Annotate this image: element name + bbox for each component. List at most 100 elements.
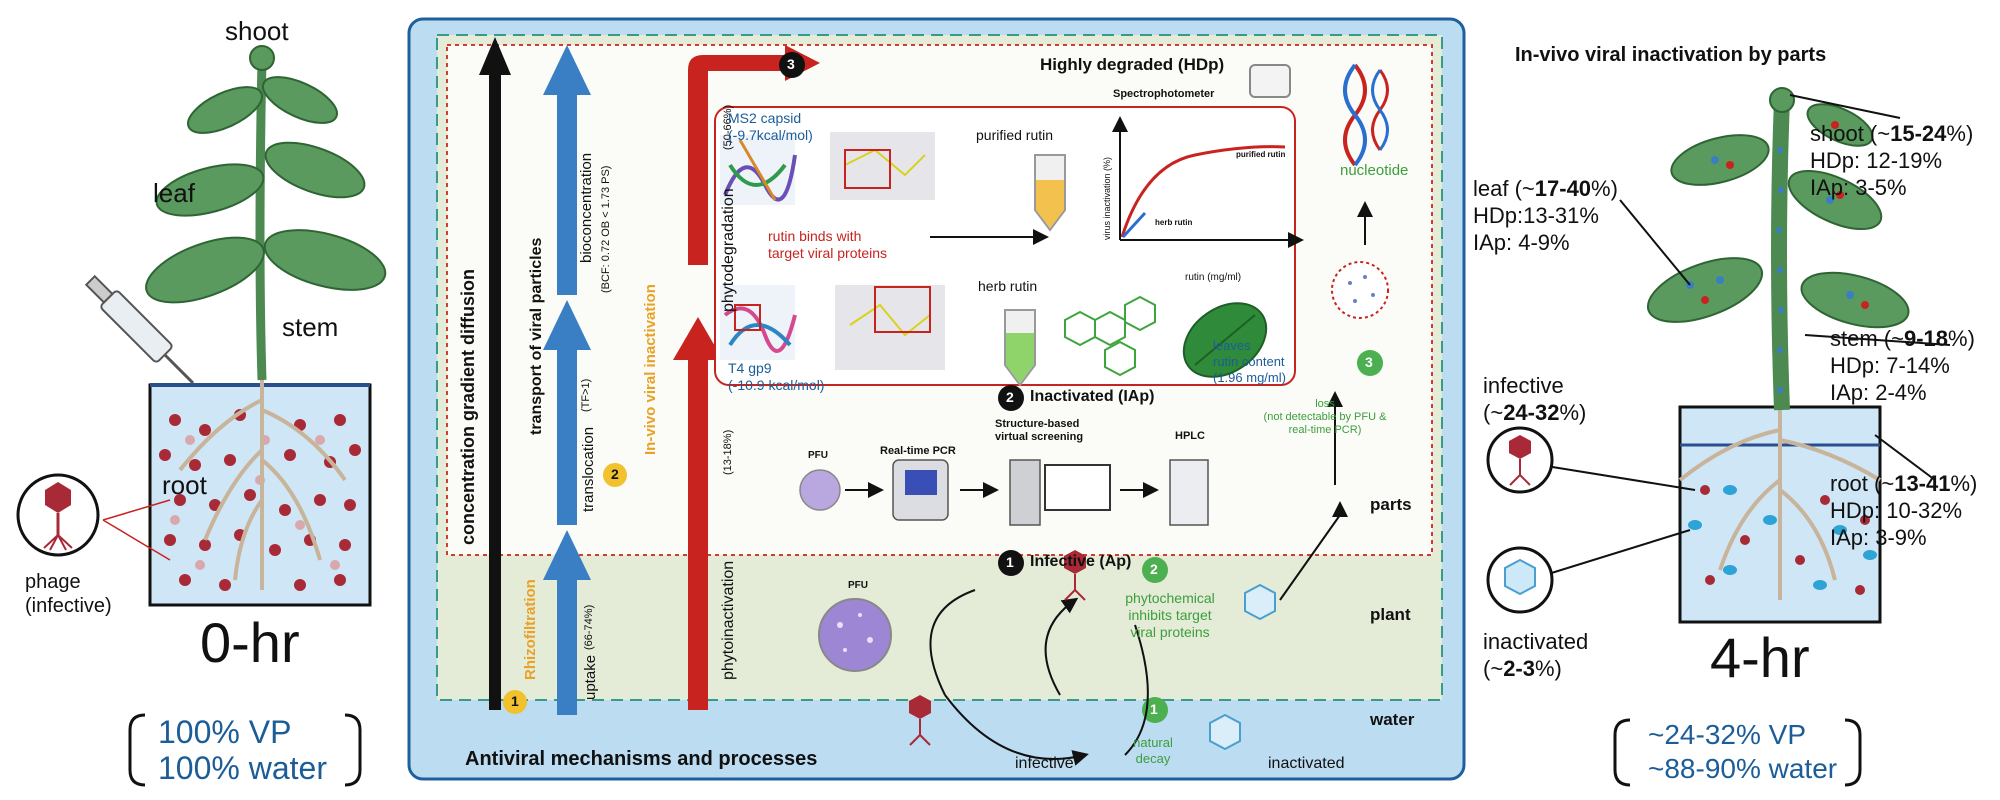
inactivated-particles-4hr xyxy=(1688,485,1877,590)
stem-stats: stem (~9-18%) HDp: 7-14%IAp: 2-4% xyxy=(1830,326,1975,405)
label-stem: stem xyxy=(282,312,339,342)
inactivated-particle-icon xyxy=(1244,583,1276,621)
bracket-left-4hr xyxy=(1613,718,1631,787)
badge-invivo-num: 2 xyxy=(611,466,619,482)
time-4hr: 4-hr xyxy=(1710,626,1810,689)
right-title: In-vivo viral inactivation by parts xyxy=(1515,44,1827,66)
ap-label: Infective (Ap) xyxy=(1030,553,1132,570)
stem-4hr xyxy=(1771,99,1790,411)
degraded-particle-cloud xyxy=(1331,261,1389,319)
phage-icon xyxy=(43,482,73,551)
method-pfu-label: PFU xyxy=(808,450,828,461)
concentration-gradient-label: concentration gradient diffusion xyxy=(458,268,478,545)
herb-rutin-tube xyxy=(1004,309,1036,387)
phytodegradation-label: phytodegradation xyxy=(720,188,737,312)
ms2-protein-image xyxy=(720,132,935,205)
cycle-infective-label: infective xyxy=(1015,755,1074,772)
method-hplc-label: HPLC xyxy=(1175,430,1205,442)
purified-rutin-tube xyxy=(1034,154,1066,232)
shoot-bud xyxy=(249,45,275,71)
uptake-label: uptake xyxy=(582,654,599,700)
syringe-icon xyxy=(84,274,195,385)
label-root: root xyxy=(162,470,207,500)
badge-decay xyxy=(1142,697,1168,723)
phage-infective-water-icon xyxy=(909,695,931,746)
graph-ylabel: virus inactivation (%) xyxy=(1102,156,1112,240)
phytoinactivation-label: phytoinactivation xyxy=(720,560,737,680)
zone-plant-label: plant xyxy=(1370,605,1411,624)
label-shoot: shoot xyxy=(225,16,289,46)
badge-hdp-num: 3 xyxy=(787,56,795,72)
right-plant-illustration xyxy=(1486,87,1951,787)
graph-curve2-label: herb rutin xyxy=(1155,218,1193,227)
label-leaf: leaf xyxy=(153,178,195,208)
inactivated-particle-water-icon xyxy=(1209,713,1241,751)
center-title: Antiviral mechanisms and processes xyxy=(465,748,818,770)
leaf-stats: leaf (~17-40%) HDp:13-31%IAp: 4-9% xyxy=(1473,176,1618,255)
root-stats: root (~13-41%) HDp: 10-32%IAp: 3-9% xyxy=(1830,471,1978,550)
vp-summary-4hr: ~24-32% VP~88-90% water xyxy=(1648,719,1838,784)
hplc-icon xyxy=(1169,459,1209,526)
badge-iap-num: 2 xyxy=(1006,389,1014,405)
left-plant-illustration xyxy=(16,45,387,787)
transport-label: transport of viral particles xyxy=(528,237,545,435)
bracket-right-0hr xyxy=(344,713,362,787)
iap-label: Inactivated (IAp) xyxy=(1030,388,1155,405)
pfu-plate-large-icon xyxy=(818,598,892,672)
time-0hr: 0-hr xyxy=(200,611,300,674)
pfu-plate-label: PFU xyxy=(848,580,868,591)
uptake-pct-label: (66-74%) xyxy=(583,604,595,650)
graph-curve1-label: purified rutin xyxy=(1236,150,1286,159)
phage-cycle xyxy=(929,589,1149,766)
pfu-plate-icon xyxy=(799,469,841,511)
inactivated-stats: inactivated (~2-3%) xyxy=(1483,629,1589,681)
nucleotide-dna-icon xyxy=(1343,63,1389,167)
badge-phytochem xyxy=(1142,557,1168,583)
zone-water-label: water xyxy=(1370,710,1415,729)
phage-particles-4hr xyxy=(1700,485,1870,595)
stem-0hr xyxy=(255,59,267,381)
badge-loss-num: 3 xyxy=(1365,354,1373,370)
badge-invivo xyxy=(603,463,627,487)
rhizofiltration-label: Rhizofiltration xyxy=(522,579,539,680)
center-diagram xyxy=(407,17,1466,781)
badge-phytochem-num: 2 xyxy=(1150,561,1158,577)
badge-rhizo-num: 1 xyxy=(511,693,519,709)
bioconcentration-label: bioconcentration xyxy=(578,152,595,263)
badge-rhizo xyxy=(503,690,527,714)
rutin-molecule xyxy=(1064,295,1156,377)
phage-infective-icon xyxy=(1064,550,1086,601)
server-icon xyxy=(1009,459,1041,526)
badge-ap xyxy=(998,550,1024,576)
phytoinact-pct-label: (13-18%) xyxy=(722,429,734,475)
spectrophotometer-label: Spectrophotometer xyxy=(1113,88,1215,100)
bracket-right-4hr xyxy=(1844,718,1862,787)
graph-xlabel: rutin (mg/ml) xyxy=(1185,272,1242,283)
purified-rutin-label: purified rutin xyxy=(976,127,1054,143)
herb-rutin-label: herb rutin xyxy=(978,278,1038,294)
nucleotide-label: nucleotide xyxy=(1340,162,1409,179)
badge-decay-num: 1 xyxy=(1150,701,1158,717)
spectrophotometer-icon xyxy=(1249,64,1291,98)
infective-stats: infective (~24-32%) xyxy=(1483,373,1587,425)
badge-iap xyxy=(998,385,1024,411)
inactivation-graph xyxy=(1112,116,1304,248)
bcf-label: (BCF: 0.72 OB < 1.73 PS) xyxy=(600,165,612,293)
leaves-0hr xyxy=(145,76,387,304)
tf-label: (TF>1) xyxy=(580,378,592,412)
concentration-arrow xyxy=(489,70,501,710)
phytoprocess-arrow xyxy=(673,45,820,710)
ms2-label: MS2 capsid(-9.7kcal/mol) xyxy=(728,110,813,143)
method-pcr-label: Real-time PCR xyxy=(880,445,956,457)
monitor-icon xyxy=(1044,464,1111,511)
zone-parts-label: parts xyxy=(1370,495,1412,514)
t4-protein-image xyxy=(720,285,945,370)
roots-0hr xyxy=(178,375,347,590)
badge-loss xyxy=(1357,350,1383,376)
phage-label: phage(infective) xyxy=(25,571,112,617)
